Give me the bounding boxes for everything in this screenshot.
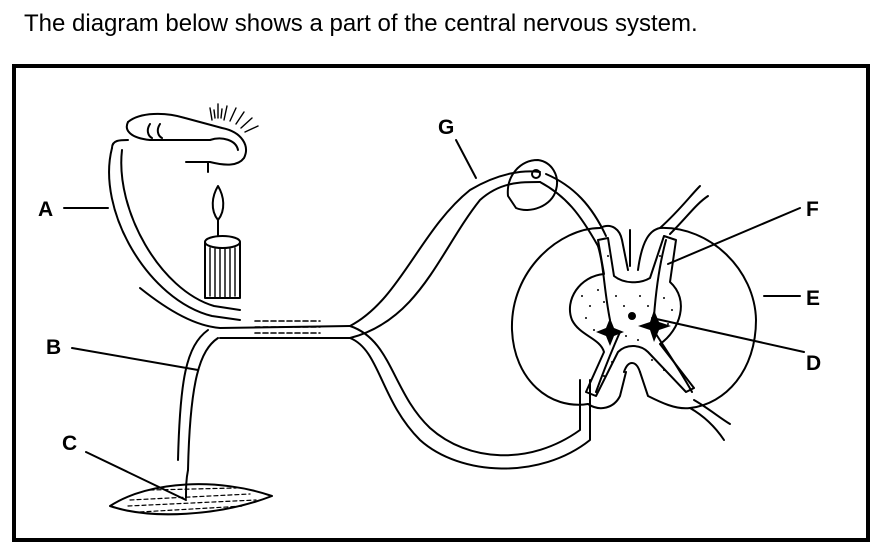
diagram-frame [12, 64, 870, 542]
dorsal-root-ganglion [506, 159, 607, 247]
label-d: D [806, 352, 821, 375]
pointer-f [667, 207, 801, 265]
label-b: B [46, 336, 61, 359]
finger-drawing [125, 103, 259, 173]
sensory-neuron [108, 139, 241, 321]
label-g: G [438, 116, 454, 139]
pointer-g [455, 139, 477, 179]
muscle-drawing [109, 469, 273, 516]
spinal-nerve [139, 170, 591, 471]
candle-drawing [204, 185, 241, 299]
label-a: A [38, 198, 53, 221]
central-canal [628, 312, 636, 320]
label-pointers [63, 139, 805, 501]
sensory-cell-body [596, 318, 624, 346]
motor-cell-body [638, 310, 671, 342]
pointer-b [71, 347, 199, 371]
pointer-d [651, 317, 805, 353]
pointer-c [85, 451, 187, 501]
label-e: E [806, 287, 820, 310]
label-c: C [62, 432, 77, 455]
spinal-cord [510, 185, 757, 441]
question-text: The diagram below shows a part of the ce… [24, 10, 698, 37]
label-f: F [806, 198, 819, 221]
